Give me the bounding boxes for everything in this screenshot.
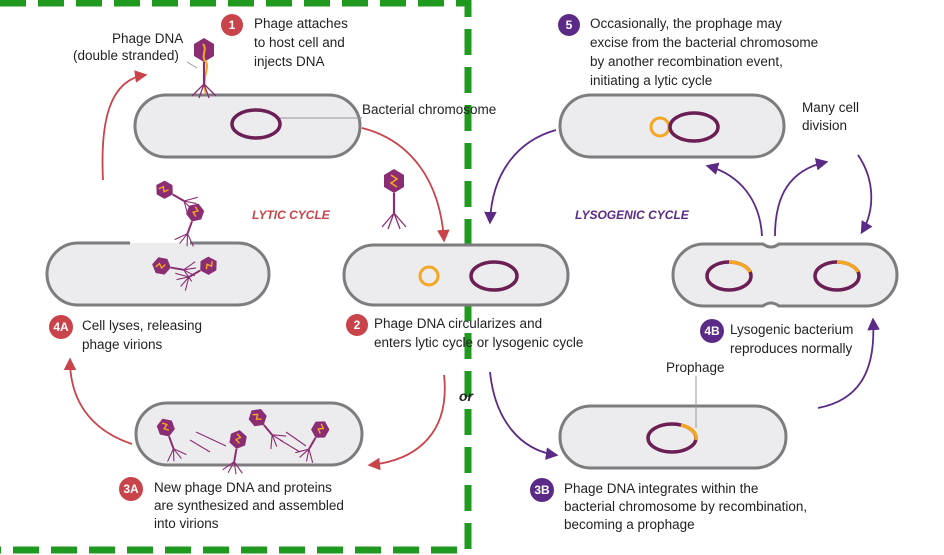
step-badge-text: 1 (229, 18, 236, 32)
step-3a: 3A New phage DNA and proteins are synthe… (119, 477, 344, 531)
step-badge-text: 4A (53, 320, 69, 334)
bacterial-chromosome-label: Bacterial chromosome (362, 102, 496, 117)
step-badge-text: 2 (354, 318, 361, 332)
many-cell-division-line1: Many cell (802, 100, 859, 115)
cell-assembly (134, 401, 364, 477)
step-1: 1 Phage attaches to host cell and inject… (221, 14, 348, 69)
step-badge-text: 3B (534, 483, 550, 497)
step-5-line-2: excise from the bacterial chromosome (590, 35, 818, 50)
step-4a-line-1: Cell lyses, releasing (82, 318, 202, 333)
many-cell-division-line2: division (802, 118, 847, 133)
lytic-cycle-title: LYTIC CYCLE (252, 208, 331, 222)
step-5-line-1: Occasionally, the prophage may (590, 16, 782, 31)
step-5-line-4: initiating a lytic cycle (590, 73, 712, 88)
or-label: or (459, 388, 475, 404)
step-badge (49, 315, 73, 339)
step-3b: 3B Phage DNA integrates within the bacte… (530, 478, 807, 532)
step-2-line-1: Phage DNA circularizes and (374, 316, 542, 331)
step-5-line-3: by another recombination event, (590, 54, 783, 69)
step-4a-line-2: phage virions (82, 337, 163, 352)
step-2-line-2: enters lytic cycle or lysogenic cycle (374, 335, 583, 350)
lytic-arrows (63, 70, 450, 471)
step-4b-line-1: Lysogenic bacterium (730, 322, 853, 337)
prophage-label: Prophage (666, 360, 725, 375)
prophage-segment (680, 423, 698, 441)
step-5: 5 Occasionally, the prophage may excise … (558, 14, 818, 88)
phage-attaching (191, 38, 217, 99)
step-badge (558, 14, 580, 36)
cell-excise (558, 93, 786, 159)
step-1-line-3: injects DNA (254, 54, 325, 69)
cell-attach (133, 93, 362, 159)
step-3b-line-3: becoming a prophage (564, 517, 695, 532)
step-3a-line-3: into virions (154, 516, 219, 531)
lysogenic-cycle-title: LYSOGENIC CYCLE (575, 208, 690, 222)
double-stranded-label: (double stranded) (73, 48, 179, 63)
step-4a: 4A Cell lyses, releasing phage virions (49, 315, 202, 352)
step-badge-text: 5 (566, 18, 573, 32)
step-badge (700, 319, 724, 343)
step-3a-line-1: New phage DNA and proteins (154, 480, 332, 495)
cell-circularize (342, 243, 570, 307)
step-badge (221, 14, 243, 36)
step-badge-text: 3A (123, 482, 139, 496)
step-1-line-2: to host cell and (254, 35, 345, 50)
lysogenic-arrows (484, 129, 880, 460)
cell-lysis (45, 175, 271, 307)
step-badge (530, 478, 554, 502)
circular-phage-dna (418, 265, 440, 287)
step-badge (346, 314, 368, 336)
phage-dna-label: Phage DNA (112, 31, 183, 46)
step-3b-line-1: Phage DNA integrates within the (564, 481, 758, 496)
step-4b-line-2: reproduces normally (730, 341, 853, 356)
step-1-line-1: Phage attaches (254, 16, 348, 31)
step-2: 2 Phage DNA circularizes and enters lyti… (346, 314, 583, 350)
step-4b: 4B Lysogenic bacterium reproduces normal… (700, 319, 853, 356)
step-badge (119, 477, 143, 501)
bacterial-chromosome-ring (230, 108, 282, 140)
free-phage (380, 167, 408, 231)
step-3b-line-2: bacterial chromosome by recombination, (564, 499, 807, 514)
cell-prophage (558, 376, 788, 470)
cell-dividing (671, 242, 899, 308)
step-badge-text: 4B (704, 324, 720, 338)
step-3a-line-2: are synthesized and assembled (154, 498, 344, 513)
